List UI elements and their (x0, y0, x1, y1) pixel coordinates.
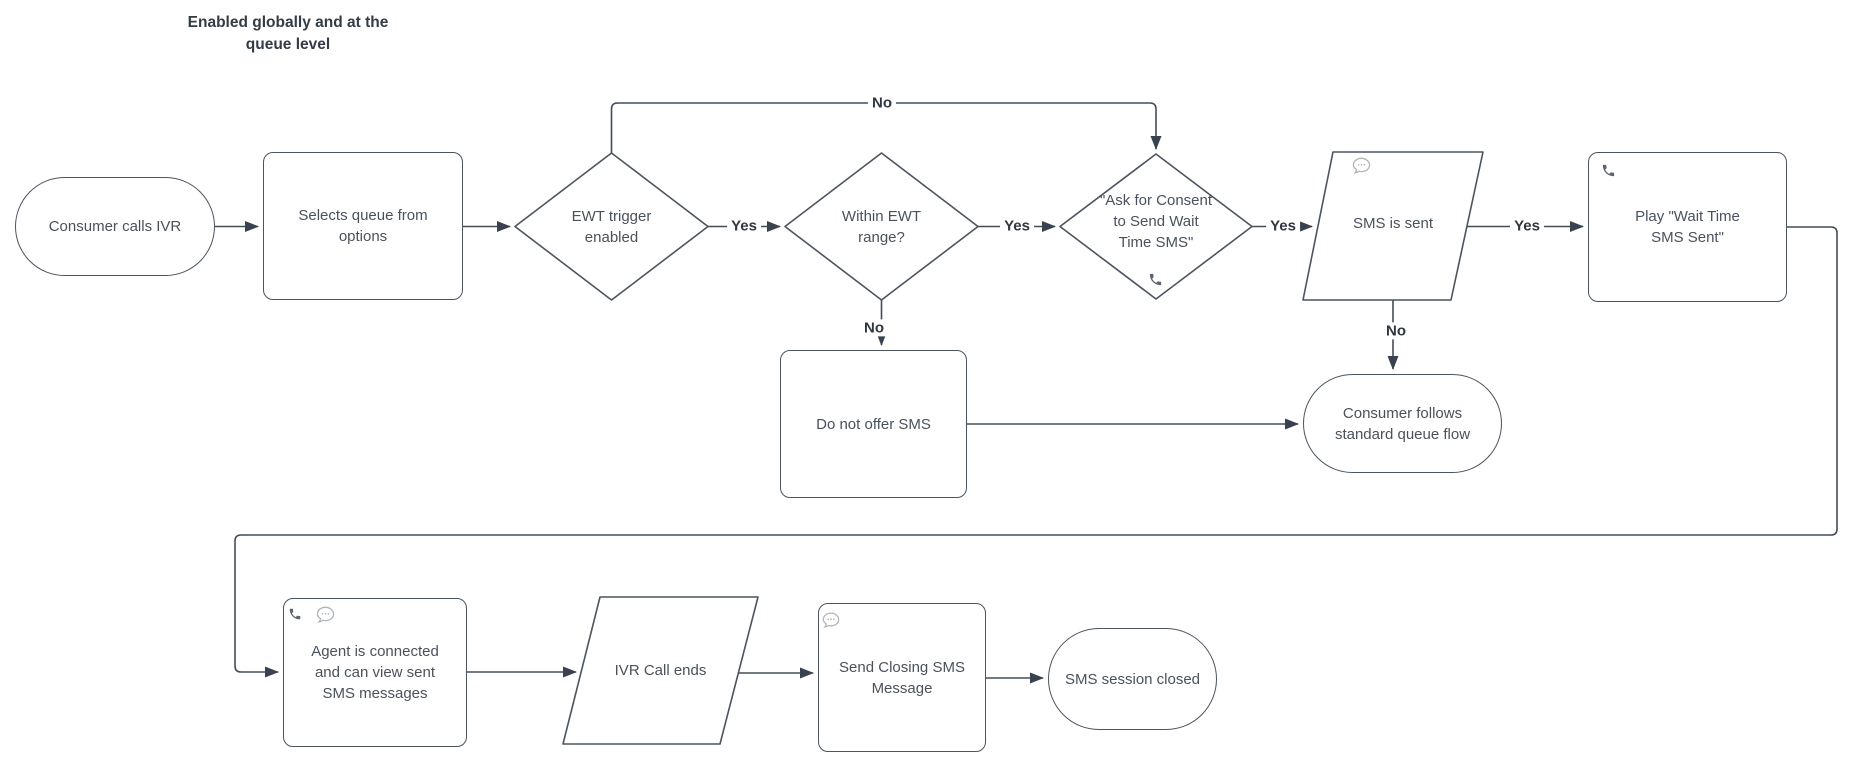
node-label: Do not offer SMS (816, 415, 931, 433)
ask-consent-diamond (1059, 153, 1253, 300)
node-label: "Ask for Consent to Send Wait Time SMS" (1099, 192, 1213, 251)
edge-label-yes: Yes (1510, 217, 1544, 235)
node-label: Selects queue from options (298, 207, 428, 245)
phone-icon (1149, 273, 1162, 286)
node-agent-connected: Agent is connected and can view sent SMS… (283, 598, 467, 747)
node-label: SMS session closed (1064, 670, 1201, 688)
diagram-title: Enabled globally and at the queue level (187, 14, 389, 54)
edge-label-yes: Yes (727, 217, 761, 235)
node-send-closing-sms: Send Closing SMS Message (818, 603, 986, 752)
edge-label-yes: Yes (1266, 217, 1300, 235)
sms-is-sent-parallelogram (1302, 151, 1484, 301)
ewt-trigger-diamond (514, 152, 709, 301)
node-ewt-trigger: EWT trigger enabled (515, 153, 708, 300)
node-standard-queue-flow: Consumer follows standard queue flow (1303, 374, 1502, 473)
node-label: Agent is connected and can view sent SMS… (311, 643, 439, 702)
node-label: SMS is sent (1352, 214, 1434, 232)
edge-play-to-agent (234, 226, 1838, 678)
node-label: Consumer follows standard queue flow (1334, 404, 1471, 443)
node-label: Send Closing SMS Message (839, 658, 965, 697)
edge-label-no: No (1382, 322, 1410, 340)
phone-icon (289, 608, 301, 620)
edge-label-yes: Yes (1000, 217, 1034, 235)
node-sms-is-sent: SMS is sent (1303, 152, 1483, 300)
node-do-not-offer-sms: Do not offer SMS (780, 350, 967, 498)
node-label: Play "Wait Time SMS Sent" (1635, 208, 1740, 246)
node-sms-session-closed: SMS session closed (1048, 628, 1217, 730)
speech-bubble-icon (822, 612, 840, 628)
phone-icon (1602, 164, 1615, 177)
node-label: IVR Call ends (614, 662, 707, 679)
node-play-wait-time: Play "Wait Time SMS Sent" (1588, 152, 1787, 302)
node-selects-queue: Selects queue from options (263, 152, 463, 300)
edge-label-no: No (860, 319, 888, 337)
node-label: EWT trigger enabled (571, 207, 652, 246)
edge-label-no: No (868, 94, 896, 112)
node-ask-consent: "Ask for Consent to Send Wait Time SMS" (1060, 154, 1252, 299)
node-label: Within EWT range? (841, 207, 922, 246)
node-ivr-call-ends: IVR Call ends (563, 597, 758, 744)
within-ewt-range-diamond (784, 152, 979, 301)
speech-bubble-icon (316, 606, 335, 623)
node-within-ewt-range: Within EWT range? (785, 153, 978, 300)
node-consumer-calls-ivr: Consumer calls IVR (15, 177, 215, 276)
node-label: Consumer calls IVR (48, 218, 182, 235)
ivr-call-ends-parallelogram (562, 596, 759, 745)
speech-bubble-icon (1352, 157, 1371, 174)
